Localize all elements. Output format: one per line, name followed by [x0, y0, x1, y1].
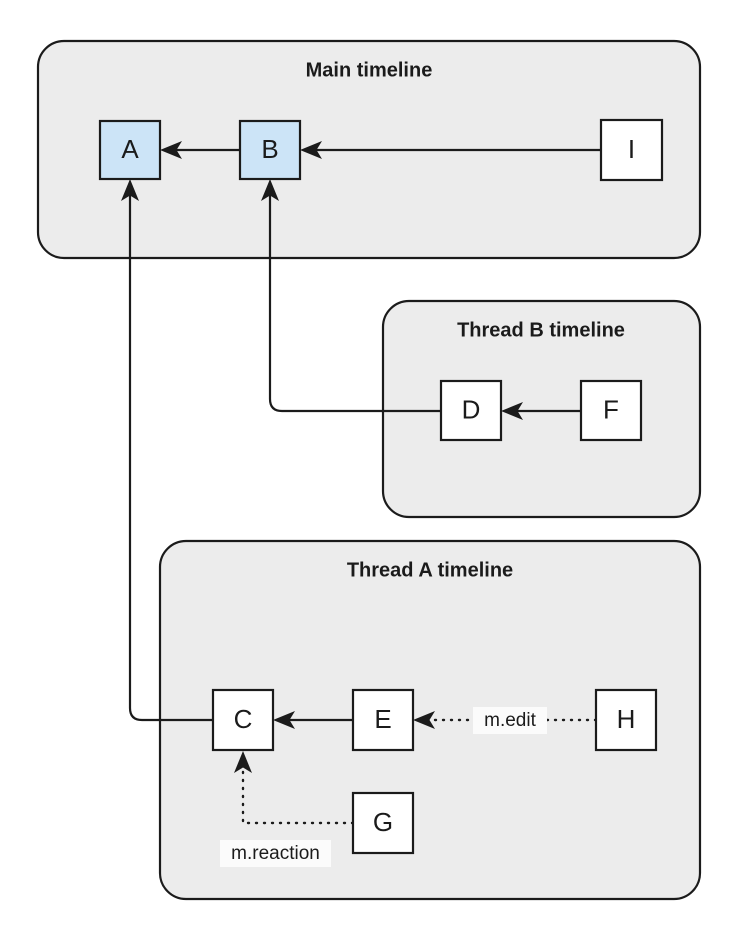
container-thread-a-timeline-title: Thread A timeline [347, 559, 513, 581]
node-g-box [351, 791, 415, 855]
node-b-box [238, 119, 302, 181]
node-e[interactable]: E [351, 688, 415, 752]
edge-d-to-b-arrowhead [261, 179, 279, 201]
edge-label-m-reaction: m.reaction [220, 840, 331, 867]
edge-b-to-a[interactable] [160, 141, 240, 159]
edge-i-to-b[interactable] [300, 141, 601, 159]
edge-label-m-reaction-backdrop [220, 840, 331, 867]
edge-i-to-b-arrowhead [300, 141, 322, 159]
edge-label-m-edit-text: m.edit [484, 710, 536, 731]
edge-e-to-c-arrowhead [273, 711, 295, 729]
node-g[interactable]: G [351, 791, 415, 855]
edge-c-to-a-line [128, 193, 213, 722]
node-c-label: C [234, 704, 253, 734]
node-i-box [599, 118, 664, 182]
node-g-label: G [373, 807, 393, 837]
edge-d-to-b[interactable] [261, 179, 441, 413]
node-e-label: E [374, 704, 391, 734]
edge-g-to-c-arrowhead [234, 751, 252, 773]
edge-f-to-d-arrowhead [501, 402, 523, 420]
edge-label-m-reaction-text: m.reaction [231, 843, 320, 864]
node-h[interactable]: H [594, 688, 658, 752]
edge-c-to-a-arrowhead [121, 179, 139, 201]
edge-g-to-c[interactable] [234, 751, 355, 825]
node-b-label: B [261, 134, 278, 164]
node-f[interactable]: F [579, 379, 643, 442]
node-f-box [579, 379, 643, 442]
node-a[interactable]: A [98, 119, 162, 181]
edge-label-m-edit-backdrop [473, 707, 547, 734]
node-i[interactable]: I [599, 118, 664, 182]
edge-b-to-a-arrowhead [160, 141, 182, 159]
node-h-label: H [617, 704, 636, 734]
container-thread-b-timeline-title: Thread B timeline [457, 319, 625, 341]
node-i-label: I [628, 134, 635, 164]
node-a-label: A [121, 134, 139, 164]
edge-f-to-d[interactable] [501, 402, 581, 420]
node-c[interactable]: C [211, 688, 275, 752]
node-d-label: D [462, 394, 481, 424]
edge-h-to-e[interactable] [413, 711, 598, 729]
node-d-box [439, 379, 503, 442]
edge-e-to-c[interactable] [273, 711, 353, 729]
edge-c-to-a[interactable] [121, 179, 213, 722]
node-h-box [594, 688, 658, 752]
node-f-label: F [603, 394, 619, 424]
node-a-box [98, 119, 162, 181]
edge-h-to-e-arrowhead [413, 711, 435, 729]
node-e-box [351, 688, 415, 752]
node-c-box [211, 688, 275, 752]
container-thread-b-timeline-shape [381, 299, 702, 519]
container-main-timeline-title: Main timeline [306, 59, 433, 81]
edge-d-to-b-line [268, 193, 441, 413]
container-thread-b-timeline[interactable]: Thread B timeline [381, 299, 702, 519]
node-d[interactable]: D [439, 379, 503, 442]
container-thread-a-timeline[interactable]: Thread A timeline [158, 539, 702, 901]
edge-label-m-edit: m.edit [473, 707, 547, 734]
node-b[interactable]: B [238, 119, 302, 181]
